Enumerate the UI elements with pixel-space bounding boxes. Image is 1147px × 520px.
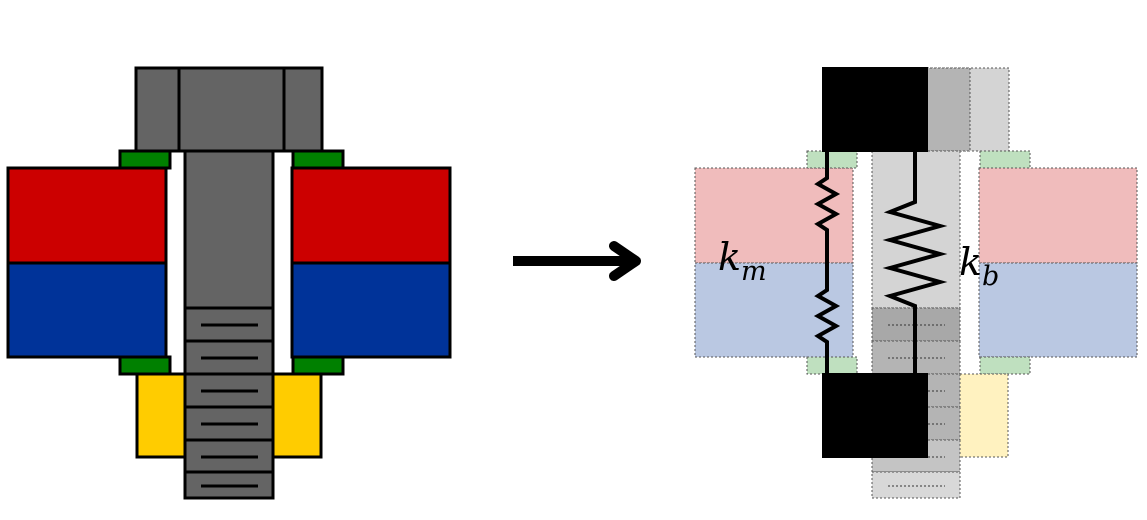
- right-arrow-icon: [513, 241, 641, 281]
- top-washer-faded-right: [979, 150, 1031, 169]
- member-stiffness-subscript: m: [741, 256, 767, 287]
- lower-plate-faded-right: [978, 262, 1138, 358]
- top-rigid-block: [822, 67, 928, 152]
- bottom-washer-faded-right: [979, 356, 1031, 375]
- lower-plate-right: [290, 261, 452, 359]
- upper-plate-left: [6, 166, 168, 265]
- bolt-shank: [183, 149, 275, 310]
- top-washer-faded-left: [806, 150, 858, 169]
- upper-plate-faded-right: [978, 167, 1138, 264]
- lower-plate-left: [6, 261, 168, 359]
- bottom-washer-right: [291, 355, 345, 376]
- top-washer-right: [291, 149, 345, 170]
- bolt-stiffness-symbol: k: [959, 240, 982, 284]
- bolt-head: [134, 66, 324, 153]
- upper-plate-right: [290, 166, 452, 265]
- thread-segment-faded: [871, 471, 961, 499]
- member-stiffness-symbol: k: [718, 235, 741, 279]
- bolt-threads: [183, 306, 275, 500]
- bolt-stiffness-label: kb: [959, 240, 999, 292]
- member-stiffness-label: km: [718, 235, 767, 287]
- bottom-washer-faded-left: [806, 356, 858, 375]
- bottom-rigid-block: [822, 373, 928, 458]
- bottom-washer-left: [118, 355, 172, 376]
- top-washer-left: [118, 149, 172, 170]
- bolt-spring: [882, 151, 948, 374]
- bolt-stiffness-subscript: b: [982, 261, 999, 292]
- bolted-joint-assembly: [6, 66, 452, 500]
- member-spring: [813, 151, 841, 374]
- spring-model: km kb: [694, 67, 1138, 499]
